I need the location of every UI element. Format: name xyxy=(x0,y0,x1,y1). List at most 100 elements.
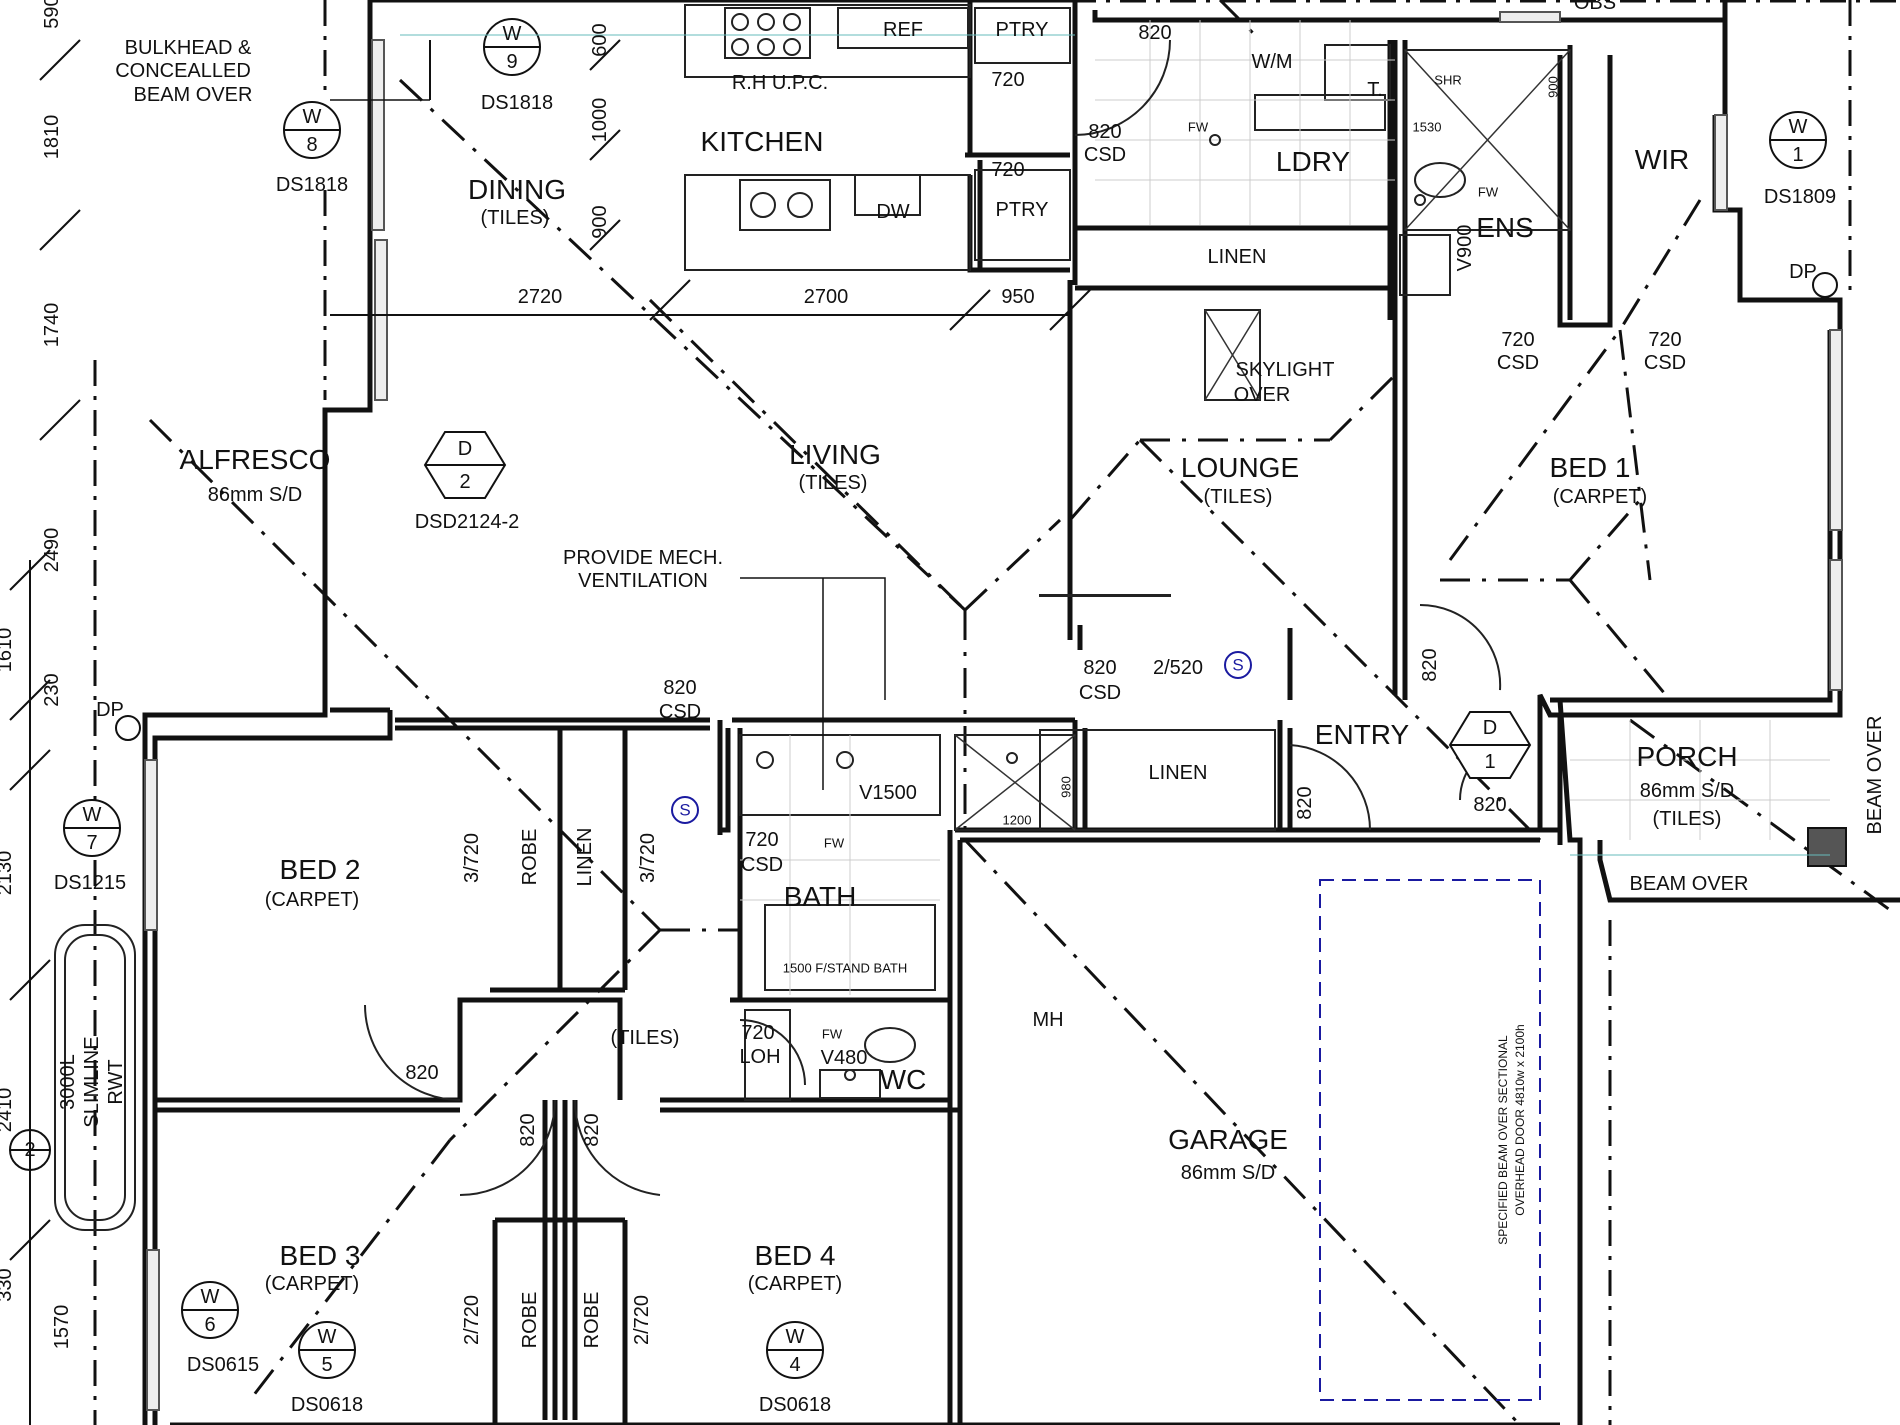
linen-hall: LINEN xyxy=(574,827,596,887)
dim-bed4-820: 820 xyxy=(581,1113,603,1147)
dim-lounge-2520: 2/520 xyxy=(1152,657,1204,679)
room-entry: ENTRY xyxy=(1314,719,1410,750)
robe-bed3: ROBE xyxy=(519,1291,541,1349)
linen-entry: LINEN xyxy=(1148,762,1208,784)
room-living: LIVING xyxy=(789,439,881,470)
dim-k600: 600 xyxy=(589,23,611,57)
window-tag-5-code: DS0618 xyxy=(290,1394,364,1416)
room-garage: GARAGE xyxy=(1168,1124,1288,1155)
room-porch-finish-2: (TILES) xyxy=(1652,808,1722,830)
sensor-hall: S xyxy=(679,800,691,820)
room-porch: PORCH xyxy=(1636,741,1738,772)
dim-lounge-820: 820 xyxy=(1083,657,1117,679)
dim-ptry-720b: 720 xyxy=(991,159,1025,181)
dim-wc-720: 720 xyxy=(741,1022,775,1044)
room-ldry: LDRY xyxy=(1275,146,1351,177)
mech-leader xyxy=(740,577,886,700)
dim-bath-980: 980 xyxy=(1058,776,1074,798)
linen-upper: LINEN xyxy=(1207,246,1267,268)
dim-left-b: 2130 xyxy=(0,850,16,896)
room-alfresco: ALFRESCO xyxy=(179,444,331,475)
window-tag-4-letter: W xyxy=(785,1326,805,1348)
window-tag-1-num: 1 xyxy=(1792,144,1804,166)
window-tag-6-code: DS0615 xyxy=(186,1354,260,1376)
note-bulkhead-3: BEAM OVER xyxy=(133,84,253,106)
dim-2720: 2720 xyxy=(517,286,563,308)
dim-wir-720: 720 xyxy=(1648,329,1682,351)
dim-entry-820: 820 xyxy=(1294,786,1316,820)
window-tag-1-code: DS1809 xyxy=(1763,186,1837,208)
ptry-bottom: PTRY xyxy=(995,199,1049,221)
room-porch-finish-1: 86mm S/D xyxy=(1639,780,1735,802)
hall-finish: (TILES) xyxy=(610,1027,680,1049)
dim-left-a: 1610 xyxy=(0,627,16,673)
room-ens: ENS xyxy=(1476,212,1534,243)
door-tag-1-num: 1 xyxy=(1484,751,1496,773)
dimension-ticks xyxy=(9,39,1091,1425)
note-bulkhead-2: CONCEALLED xyxy=(115,60,251,82)
room-lounge-finish: (TILES) xyxy=(1203,486,1273,508)
window-tag-7-letter: W xyxy=(82,804,102,826)
note-bulkhead-1: BULKHEAD & xyxy=(124,37,252,59)
dim-wir-csd: CSD xyxy=(1643,352,1687,374)
room-kitchen: KITCHEN xyxy=(700,126,824,157)
dim-bath-720: 720 xyxy=(745,829,779,851)
note-mech-2: VENTILATION xyxy=(578,570,708,592)
room-bed4: BED 4 xyxy=(754,1240,836,1271)
dim-left-2490: 2490 xyxy=(41,527,63,573)
dim-2700: 2700 xyxy=(803,286,849,308)
dim-entry-820b: 820 xyxy=(1473,794,1507,816)
window-tag-4-num: 4 xyxy=(789,1354,801,1376)
dim-ens-csd: CSD xyxy=(1496,352,1540,374)
vanity-ens: V900 xyxy=(1454,224,1476,272)
window-tag-7-num: 7 xyxy=(86,832,98,854)
dim-bath-1200: 1200 xyxy=(1002,812,1032,828)
room-alfresco-finish: 86mm S/D xyxy=(207,484,303,506)
dim-hall-820: 820 xyxy=(663,677,697,699)
fw-ldry: FW xyxy=(1187,119,1209,135)
tile-grid xyxy=(740,20,1830,995)
window-tag-5-letter: W xyxy=(317,1326,337,1348)
dim-bed2-robe: 3/720 xyxy=(461,832,483,884)
section-tag: 2 xyxy=(24,1139,36,1161)
room-dining-finish: (TILES) xyxy=(480,207,550,229)
room-dining: DINING xyxy=(468,174,566,205)
shr-label: SHR xyxy=(1434,72,1462,88)
room-bed4-finish: (CARPET) xyxy=(747,1273,843,1295)
loh-label: LOH xyxy=(739,1046,781,1068)
bath-tub-label: 1500 F/STAND BATH xyxy=(782,960,908,976)
dim-lounge-csd: CSD xyxy=(1078,682,1122,704)
hob xyxy=(731,13,1426,1081)
dim-bed3-robe: 2/720 xyxy=(461,1294,483,1346)
note-garage-door-1: SPECIFIED BEAM OVER SECTIONAL xyxy=(1496,1035,1510,1245)
vanity-wc: V480 xyxy=(820,1047,868,1069)
ref-label: REF xyxy=(883,19,923,41)
sensor-lounge: S xyxy=(1232,655,1244,675)
dim-bath-csd: CSD xyxy=(740,854,784,876)
dw-label: DW xyxy=(876,201,910,223)
dp-right: DP xyxy=(1789,261,1817,283)
room-bed3-finish: (CARPET) xyxy=(264,1273,360,1295)
note-beam-over-vertical: BEAM OVER xyxy=(1864,715,1886,835)
fw-bath: FW xyxy=(823,835,845,851)
room-bath: BATH xyxy=(783,881,857,912)
window-tag-4-code: DS0618 xyxy=(758,1394,832,1416)
door-swings xyxy=(364,39,1521,1196)
door-tag-2-num: 2 xyxy=(459,471,471,493)
wm-label: W/M xyxy=(1251,51,1293,73)
dim-bed2-820: 820 xyxy=(405,1062,439,1084)
window-tag-9-num: 9 xyxy=(506,51,518,73)
dim-linen-door: 3/720 xyxy=(637,832,659,884)
rwt-line1: 3000L xyxy=(57,1054,79,1110)
window-marks xyxy=(144,11,1843,1411)
dp-left: DP xyxy=(96,699,124,721)
dim-ldry-820: 820 xyxy=(1088,121,1122,143)
ptry-top: PTRY xyxy=(995,19,1049,41)
rh-upc-label: R.H U.P.C. xyxy=(731,72,829,94)
room-wc: WC xyxy=(879,1064,927,1095)
window-tag-9-letter: W xyxy=(502,23,522,45)
window-tag-8-letter: W xyxy=(302,106,322,128)
shower-marks xyxy=(954,49,1571,831)
axis-lines xyxy=(93,0,1900,1425)
dim-k1000: 1000 xyxy=(589,97,611,143)
